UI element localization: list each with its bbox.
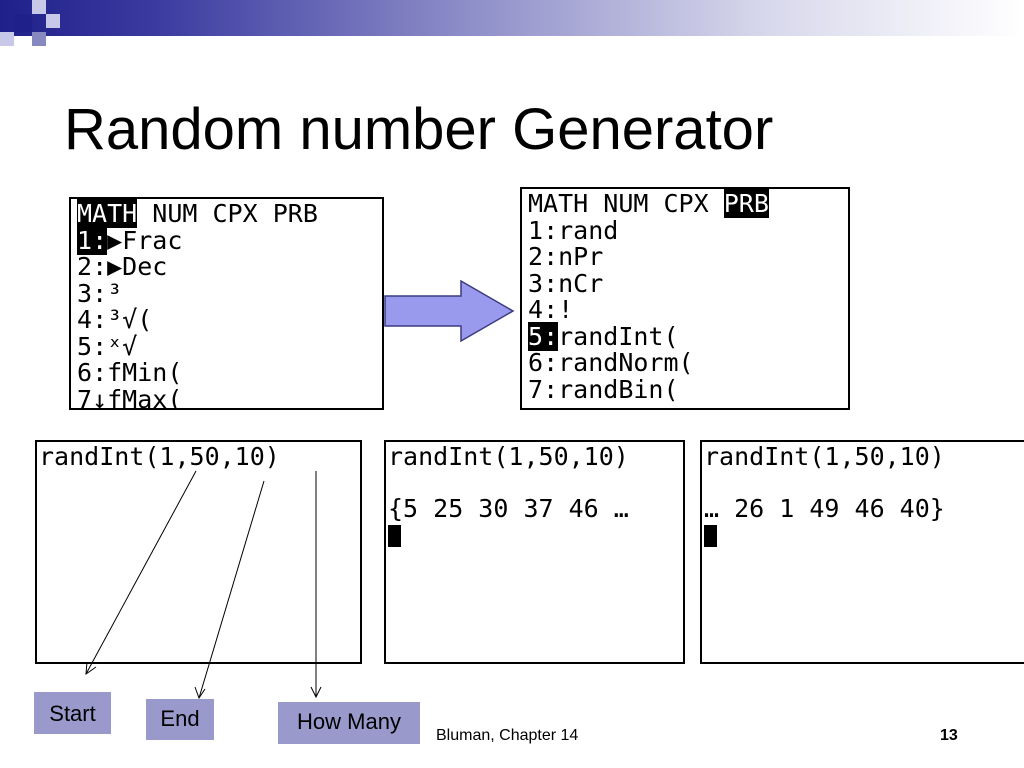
slide-title: Random number Generator: [64, 97, 774, 162]
menu-item-number: 2: [528, 242, 544, 271]
math-menu-screen: MATH NUM CPX PRB 1:▶Frac 2:▶Dec 3:³ 4:³√…: [69, 197, 384, 410]
pointer-arrowhead-how-many: [310, 686, 322, 699]
menu-item-sep: :: [543, 374, 559, 404]
pointer-arrowhead-end: [194, 686, 206, 700]
tab-num: NUM: [603, 189, 649, 218]
menu-item-sep: :: [543, 215, 559, 245]
menu-item-number: 1:: [77, 225, 108, 255]
label-end: End: [146, 699, 214, 740]
menu-item-number: 4: [528, 295, 544, 324]
menu-item-number: 6: [77, 358, 93, 387]
prb-menu-screen: MATH NUM CPX PRB 1:rand 2:nPr 3:nCr 4:! …: [520, 187, 850, 410]
command-line: randInt(1,50,10): [388, 442, 629, 471]
menu-item-text: randNorm(: [558, 348, 694, 377]
menu-item-text: fMax(: [107, 384, 183, 410]
menu-item-number: 5:: [528, 321, 559, 351]
result-line: … 26 1 49 46 40}: [704, 494, 945, 523]
menu-item: 6:randNorm(: [528, 348, 842, 377]
menu-item-selected: 5:randInt(: [528, 321, 842, 351]
menu-item-text: rand: [558, 215, 619, 245]
menu-item-text: nPr: [558, 242, 604, 271]
tab-cpx: CPX: [663, 189, 709, 218]
menu-item-sep: :: [543, 268, 559, 298]
cursor-block: [704, 525, 717, 547]
menu-item-text: ▶Frac: [107, 225, 183, 255]
cursor-line: [704, 522, 1020, 548]
right-arrow-shape: [384, 279, 515, 343]
menu-tabs: MATH NUM CPX PRB: [77, 199, 376, 228]
menu-item-text: !: [558, 295, 574, 324]
menu-item-sep: :: [543, 348, 559, 377]
cursor-line: [388, 522, 679, 548]
menu-item-text: ³√(: [107, 305, 153, 334]
page-number: 13: [940, 727, 958, 744]
label-how-many: How Many: [278, 702, 420, 744]
menu-item-number: 1: [528, 215, 544, 245]
menu-item-number: 7: [77, 384, 93, 410]
pointer-arrowhead-start: [85, 661, 97, 676]
decor-square: [32, 0, 46, 14]
home-screen-command: randInt(1,50,10): [35, 440, 362, 664]
tab-prb: PRB: [723, 189, 769, 218]
home-screen-result-end: randInt(1,50,10) … 26 1 49 46 40}: [700, 440, 1024, 664]
pointer-line-start: [85, 470, 197, 675]
tab-math: MATH: [528, 189, 589, 218]
menu-item-sep: :: [92, 278, 108, 308]
menu-item: 7:randBin(: [528, 374, 842, 404]
tab-prb: PRB: [272, 199, 318, 228]
menu-item: 4:³√(: [77, 305, 376, 334]
menu-item-sep: :: [92, 358, 108, 387]
footer-text: Bluman, Chapter 14: [436, 727, 579, 744]
menu-item: 3:³: [77, 278, 376, 308]
tab-cpx: CPX: [212, 199, 258, 228]
menu-item-text: nCr: [558, 268, 604, 298]
decor-square: [46, 14, 60, 28]
menu-item-number: 2: [77, 252, 93, 281]
menu-item: 2:nPr: [528, 242, 842, 271]
decor-square: [0, 32, 14, 46]
menu-item-sep: :: [92, 252, 108, 281]
menu-item-number: 4: [77, 305, 93, 334]
menu-item-number: 7: [528, 374, 544, 404]
menu-item-sep: :: [92, 331, 108, 361]
menu-item-number: 6: [528, 348, 544, 377]
command-line: randInt(1,50,10): [39, 442, 280, 471]
pointer-line-end: [198, 480, 265, 699]
tab-num: NUM: [152, 199, 198, 228]
menu-item-text: ³: [107, 278, 123, 308]
menu-item: 7↓fMax(: [77, 384, 376, 410]
label-start: Start: [34, 692, 111, 734]
menu-item-number: 5: [77, 331, 93, 361]
menu-item: 4:!: [528, 295, 842, 324]
menu-item-sep: :: [92, 305, 108, 334]
decor-square: [14, 14, 32, 32]
result-line: {5 25 30 37 46 …: [388, 494, 629, 523]
decor-square: [32, 32, 46, 46]
menu-item-text: ˣ√: [107, 331, 138, 361]
menu-item-number: 3: [77, 278, 93, 308]
menu-item: 5:ˣ√: [77, 331, 376, 361]
menu-item-text: randBin(: [558, 374, 679, 404]
menu-item-text: randInt(: [558, 321, 679, 351]
menu-item-sep: ↓: [92, 384, 108, 410]
menu-item: 1:rand: [528, 215, 842, 245]
menu-item-number: 3: [528, 268, 544, 298]
header-decoration-bar: [0, 0, 1024, 36]
cursor-block: [388, 525, 401, 547]
home-screen-result-start: randInt(1,50,10) {5 25 30 37 46 …: [384, 440, 685, 664]
tab-math: MATH: [77, 199, 138, 228]
menu-tabs: MATH NUM CPX PRB: [528, 189, 842, 218]
menu-item: 1:▶Frac: [77, 225, 376, 255]
menu-item-sep: :: [543, 242, 559, 271]
menu-item-text: ▶Dec: [107, 252, 168, 281]
command-line: randInt(1,50,10): [704, 442, 945, 471]
menu-item: 2:▶Dec: [77, 252, 376, 281]
menu-item: 3:nCr: [528, 268, 842, 298]
menu-item: 6:fMin(: [77, 358, 376, 387]
menu-item-text: fMin(: [107, 358, 183, 387]
menu-item-sep: :: [543, 295, 559, 324]
